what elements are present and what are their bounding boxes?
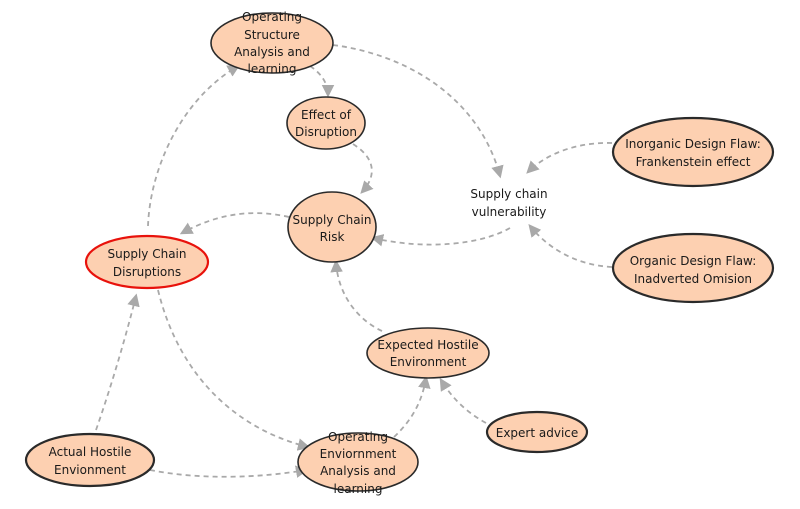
node-line: Supply Chain [108, 247, 187, 261]
node-line: Environment [390, 355, 467, 369]
edge-disruptions-to-operating-environment [157, 289, 311, 451]
node-line: Organic Design Flaw: [630, 254, 757, 268]
node-supply-chain-disruptions[interactable]: Supply Chain Disruptions [84, 234, 210, 290]
node-line: Inadverted Omision [634, 272, 752, 286]
edge-operating-structure-to-effect [309, 65, 335, 98]
node-inorganic-design-flaw[interactable]: Inorganic Design Flaw: Frankenstein effe… [611, 116, 775, 188]
edges [95, 44, 613, 478]
node-line: Analysis and [320, 464, 396, 478]
node-line: Envionment [54, 463, 126, 477]
node-line: learning [248, 62, 297, 76]
node-line: Structure [244, 28, 300, 42]
node-actual-hostile-environment[interactable]: Actual Hostile Envionment [24, 432, 156, 488]
node-line: learning [334, 482, 383, 496]
node-line: Disruption [295, 125, 357, 139]
node-line: Inorganic Design Flaw: [625, 137, 761, 151]
node-line: Enviornment [320, 447, 397, 461]
edge-expected-to-risk [330, 259, 383, 332]
edge-operating-environment-to-expected [393, 375, 431, 438]
node-line: Risk [320, 230, 345, 244]
node-line: Analysis and [234, 45, 310, 59]
edge-operating-structure-to-vulnerability [332, 44, 504, 179]
node-line: Supply Chain [293, 213, 372, 227]
edge-actual-to-operating-environment [149, 465, 309, 478]
node-line: Effect of [301, 108, 352, 122]
node-line: Expert advice [496, 426, 579, 440]
node-line: Operating [242, 10, 302, 24]
node-operating-environment-analysis[interactable]: Operating Enviornment Analysis and learn… [297, 430, 419, 496]
node-supply-chain-risk[interactable]: Supply Chain Risk [287, 191, 377, 263]
node-line: vulnerability [472, 205, 547, 219]
node-line: Expected Hostile [377, 338, 478, 352]
edge-vulnerability-to-risk [370, 227, 511, 247]
node-operating-structure-analysis[interactable]: Operating Structure Analysis and learnin… [210, 10, 334, 76]
edge-disruptions-to-operating-structure [147, 64, 241, 227]
node-expected-hostile-environment[interactable]: Expected Hostile Environment [366, 327, 490, 379]
edge-organic-to-vulnerability [528, 224, 613, 268]
node-line: Supply chain [470, 187, 547, 201]
edge-actual-to-disruptions [95, 293, 140, 431]
node-organic-design-flaw[interactable]: Organic Design Flaw: Inadverted Omision [611, 232, 775, 304]
node-line: Operating [328, 430, 388, 444]
node-effect-of-disruption[interactable]: Effect of Disruption [286, 96, 366, 150]
node-supply-chain-vulnerability[interactable]: Supply chain vulnerability [470, 187, 547, 219]
node-line: Actual Hostile [49, 445, 132, 459]
node-line: Frankenstein effect [636, 155, 751, 169]
node-line: Disruptions [113, 265, 181, 279]
edge-risk-to-disruptions [179, 212, 290, 235]
node-expert-advice[interactable]: Expert advice [485, 410, 589, 454]
edge-expert-to-expected [439, 377, 487, 424]
edge-effect-to-risk [352, 143, 374, 194]
edge-inorganic-to-vulnerability [526, 142, 613, 174]
